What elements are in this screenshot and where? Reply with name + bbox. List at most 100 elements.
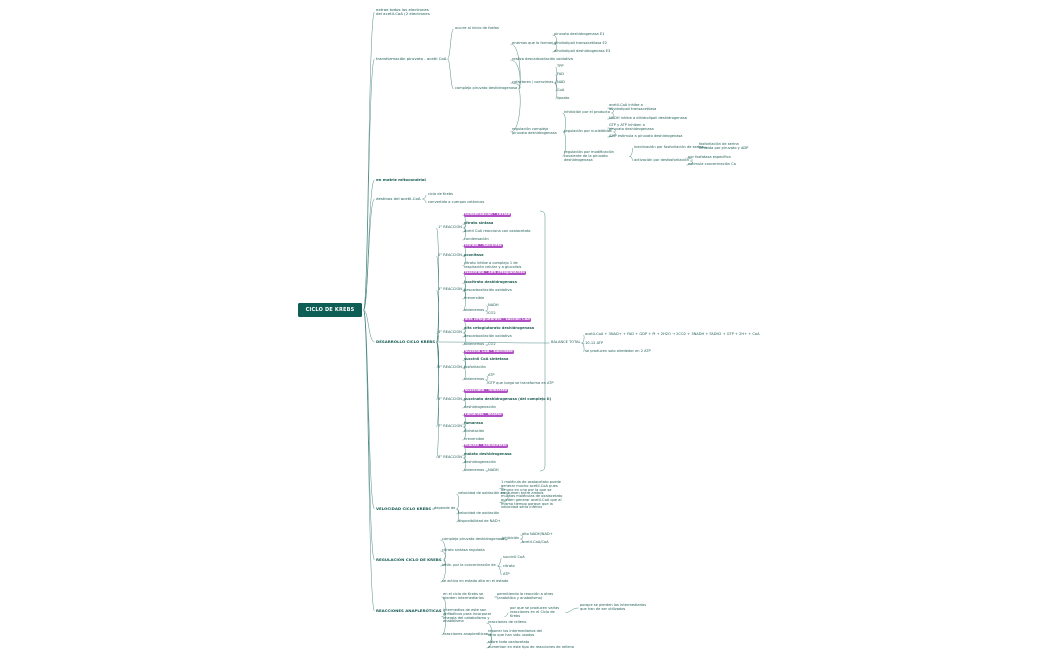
node-s4d1[interactable]: CO2 bbox=[488, 342, 496, 346]
node-b2b3d[interactable]: CoA bbox=[557, 88, 565, 92]
node-b2b1a[interactable]: piruvato deshidrogenasa E1 bbox=[554, 32, 605, 36]
node-b2b3a[interactable]: TPP bbox=[557, 64, 564, 68]
node-s7[interactable]: 7° REACCIÓN bbox=[438, 424, 462, 428]
node-b2b[interactable]: complejo piruvato deshidrogenasa bbox=[455, 86, 518, 90]
node-bal1[interactable]: acetil-CoA + 3NAD+ + FAD + GDP + Pi + 2H… bbox=[585, 332, 760, 336]
node-b2b4a1[interactable]: acetil-CoA inhibe a dihidrolipoil transa… bbox=[609, 103, 657, 111]
node-s4a[interactable]: alfa cetoglutarato - succinil CoA bbox=[464, 317, 531, 322]
node-s2a[interactable]: citrato - isocitrato bbox=[464, 243, 503, 248]
node-b2b4c1a[interactable]: fosforilación de serina inhibida por pir… bbox=[699, 142, 749, 150]
node-b8c1[interactable]: reacciones de relleno bbox=[488, 620, 527, 624]
node-b1[interactable]: extrae todos los electrones del acetil-C… bbox=[376, 7, 430, 17]
node-b2b2[interactable]: realiza descarboxilación oxidativa bbox=[512, 57, 573, 61]
node-s8a[interactable]: malato - oxalacetato bbox=[464, 443, 508, 448]
node-s3e1[interactable]: NADH bbox=[488, 303, 499, 307]
node-b6[interactable]: VELOCIDAD CICLO KREBS bbox=[376, 506, 432, 511]
node-s8d[interactable]: obtenemos bbox=[464, 468, 485, 472]
node-s2b[interactable]: aconitasa bbox=[464, 253, 484, 257]
node-s3e2[interactable]: CO2 bbox=[488, 311, 496, 315]
node-b8a1[interactable]: permitiendo la reacción a otras (anabóli… bbox=[497, 592, 554, 600]
node-b4b[interactable]: convertido a cuerpos cetónicos bbox=[428, 200, 485, 204]
node-s5b[interactable]: succinil CoA sintetasa bbox=[464, 357, 509, 361]
node-s7d[interactable]: irreversible bbox=[464, 437, 485, 441]
node-b2b3c[interactable]: NAD bbox=[557, 80, 565, 84]
node-b2a[interactable]: ocurre al inicio de fosfas bbox=[455, 26, 499, 30]
node-b7c2[interactable]: citrato bbox=[503, 564, 515, 568]
node-s4b[interactable]: alfa cetoglutarato deshidrogenasa bbox=[464, 326, 535, 330]
node-s8c[interactable]: deshidrogenación bbox=[464, 460, 496, 464]
node-s4c[interactable]: descarboxilación oxidativa bbox=[464, 334, 512, 338]
node-b7a1a[interactable]: alto NADH/NAD+ bbox=[522, 532, 553, 536]
node-s4d[interactable]: obtenemos bbox=[464, 342, 485, 346]
node-b6a1[interactable]: velocidad de oxidación en bbox=[458, 491, 505, 495]
node-b7a1b[interactable]: acetil-CoA/CoA bbox=[522, 540, 549, 544]
node-b2b4b1[interactable]: GTP y ATP inhiben a piruvato deshidrogen… bbox=[609, 123, 654, 131]
node-b7c[interactable]: inhib. por la concentración de bbox=[442, 563, 496, 567]
node-b7d[interactable]: se activa en estado alto en el estado bbox=[442, 579, 509, 583]
node-b2b1c[interactable]: dihidrolipoil deshidrogenasa E3 bbox=[554, 49, 611, 53]
node-b6a3[interactable]: disponibilidad de NAD+ bbox=[458, 519, 501, 523]
node-b2b4c2[interactable]: activación por desfosforilación bbox=[634, 158, 689, 162]
node-s5a[interactable]: succinil CoA - succinato bbox=[464, 349, 514, 354]
node-b6a2[interactable]: velocidad de oxidación bbox=[458, 511, 500, 515]
node-bal3[interactable]: se producen solo alrededor en 2 ATP bbox=[585, 349, 651, 353]
node-s7b[interactable]: fumarasa bbox=[464, 421, 484, 425]
node-b3[interactable]: en matriz mitocondrial bbox=[376, 177, 426, 182]
node-s3d[interactable]: irreversible bbox=[464, 296, 485, 300]
node-b2b1b[interactable]: dihidrolipoil transacetilasa E2 bbox=[554, 41, 608, 45]
node-b2b1[interactable]: enzimas que lo forman bbox=[512, 41, 554, 45]
node-s8d1[interactable]: NADH bbox=[488, 468, 499, 472]
node-b2b3e[interactable]: lipoato bbox=[557, 96, 570, 100]
node-s6a[interactable]: succinato - fumarato bbox=[464, 388, 509, 393]
node-b6a[interactable]: depende de bbox=[434, 506, 456, 510]
node-b4a[interactable]: ciclo de Krebs bbox=[428, 192, 454, 196]
node-s1[interactable]: 1° REACCIÓN bbox=[438, 225, 462, 229]
node-s6c[interactable]: deshidrogenación bbox=[464, 405, 496, 409]
node-b6a1a[interactable]: 1 molécula de oxalacetato puede generar … bbox=[501, 480, 561, 496]
node-s1a[interactable]: condensación - citrato bbox=[464, 212, 512, 217]
node-b2b4b2[interactable]: AMP estimula a piruvato deshidrogenasa bbox=[609, 134, 683, 138]
node-b7c1[interactable]: succinil CoA bbox=[503, 555, 525, 559]
node-b2b4c2a[interactable]: por fosfatasa específica bbox=[688, 155, 731, 159]
node-s3e[interactable]: obtenemos bbox=[464, 308, 485, 312]
node-b4[interactable]: destinos del acetil-CoA bbox=[376, 196, 421, 201]
node-s3a[interactable]: isocitrato - alfa cetoglutarato bbox=[464, 270, 526, 275]
node-b8b[interactable]: intermedios de este son anfibólicos para… bbox=[443, 608, 492, 624]
node-s5c[interactable]: fosforilación bbox=[464, 365, 486, 369]
node-s5d[interactable]: obtenemos bbox=[464, 377, 485, 381]
node-b7a[interactable]: complejo piruvato deshidrogenasa bbox=[442, 537, 505, 541]
node-b2b3[interactable]: cofactores / coenzimas bbox=[512, 80, 554, 84]
node-b2b4c1[interactable]: inactivación por fosforilación de serina bbox=[634, 145, 704, 149]
node-s1c[interactable]: acetil CoA reacciona con oxalacetato bbox=[464, 229, 531, 233]
node-b8[interactable]: REACCIONES ANAPLERÓTICAS bbox=[376, 608, 442, 613]
node-s5[interactable]: 5° REACCIÓN bbox=[438, 365, 462, 369]
node-b8b1[interactable]: por que se producen varias reacciones en… bbox=[510, 606, 560, 618]
node-b8c[interactable]: reacciones anapleróticas bbox=[443, 632, 488, 636]
node-s6[interactable]: 6° REACCIÓN bbox=[438, 397, 462, 401]
node-b8c3[interactable]: sobre todo oxalacetato bbox=[488, 640, 530, 644]
node-s1d[interactable]: condensación bbox=[464, 237, 489, 241]
node-b2b4c2b[interactable]: estimula concentración Ca bbox=[688, 162, 736, 166]
node-b8c4[interactable]: aumentan en este tipo de reacciones de r… bbox=[488, 645, 575, 649]
node-b8b1a[interactable]: porque se pierden los intermediarios que… bbox=[580, 603, 647, 611]
node-s5d1[interactable]: ATP bbox=[488, 373, 495, 377]
node-s7c[interactable]: hidratación bbox=[464, 429, 485, 433]
node-bal[interactable]: BALANCE TOTAL bbox=[551, 340, 581, 344]
node-s3b[interactable]: isocitrato deshidrogenasa bbox=[464, 280, 517, 284]
node-b7a1[interactable]: inhibición bbox=[502, 536, 520, 540]
node-s6b[interactable]: succinato deshidrogenasa (del complejo I… bbox=[464, 397, 552, 401]
node-b8c2[interactable]: reponer los intermediarios del ciclo que… bbox=[488, 629, 543, 637]
node-b2b4a[interactable]: inhibición por el producto bbox=[564, 110, 610, 114]
node-b2b4c[interactable]: regulación por modificación covalente de… bbox=[564, 150, 614, 162]
node-b2b4[interactable]: regulación complejo piruvato deshidrogen… bbox=[512, 127, 557, 135]
node-b7[interactable]: REGULACIÓN CICLO DE KREBS bbox=[376, 557, 442, 562]
node-b2[interactable]: transformación piruvato - acetil CoA bbox=[376, 56, 447, 61]
node-b6a1b[interactable]: muchas moléculas de oxalacetato pueden g… bbox=[501, 494, 563, 510]
node-bal2[interactable]: 10-12 ATP bbox=[585, 341, 604, 345]
node-s8[interactable]: 8° REACCIÓN bbox=[438, 455, 462, 459]
node-b7b[interactable]: citrato sintasa regulada bbox=[442, 548, 485, 552]
node-b2b4a2[interactable]: NADH inhibe a dihidrolipoil deshidrogena… bbox=[609, 116, 687, 120]
node-b8a[interactable]: en el ciclo de Krebs se pierden intermed… bbox=[443, 592, 484, 600]
node-s5d2[interactable]: GTP que luego se transforma en ATP bbox=[488, 381, 554, 385]
node-s2c[interactable]: citrato inhibe a complejo 1 de respiraci… bbox=[464, 261, 522, 269]
